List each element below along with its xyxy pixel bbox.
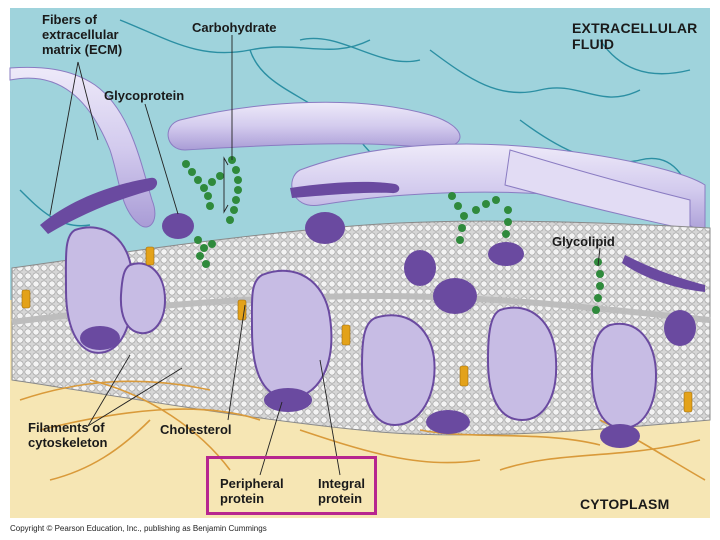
ecm-anchor-fiber: [622, 255, 705, 292]
highlight-box: [206, 456, 377, 515]
label-cytoplasm: CYTOPLASM: [580, 496, 670, 512]
integral-protein: [360, 314, 436, 427]
peripheral-protein: [664, 310, 696, 346]
leader-lines: [49, 35, 601, 476]
peripheral-protein: [600, 424, 640, 448]
peripheral-protein: [264, 388, 312, 412]
integral-protein: [486, 306, 558, 422]
carbohydrate-chains: [182, 156, 604, 314]
label-cholesterol: Cholesterol: [160, 422, 232, 437]
peripheral-proteins: [40, 177, 705, 448]
copyright-notice: Copyright © Pearson Education, Inc., pub…: [10, 524, 267, 533]
label-glycoprotein: Glycoprotein: [104, 88, 185, 103]
peripheral-protein: [404, 250, 436, 286]
cytoskeleton-filaments: [19, 379, 706, 481]
ecm-anchor-fiber: [290, 181, 400, 198]
integral-protein: [590, 322, 658, 430]
label-carbohydrate: Carbohydrate: [192, 20, 277, 35]
peripheral-protein: [433, 278, 477, 314]
integral-protein: [250, 269, 333, 400]
peripheral-protein: [426, 410, 470, 434]
peripheral-protein: [80, 326, 120, 350]
label-fibers-ecm: Fibers of extracellular matrix (ECM): [42, 12, 123, 57]
label-extracellular-fluid: EXTRACELLULAR FLUID: [572, 20, 698, 52]
peripheral-protein: [162, 213, 194, 239]
ecm-anchor-fiber: [40, 177, 158, 234]
label-filaments-cytoskeleton: Filaments of cytoskeleton: [28, 420, 108, 450]
integral-protein: [119, 262, 167, 335]
peripheral-protein: [305, 212, 345, 244]
label-glycolipid: Glycolipid: [552, 234, 615, 249]
peripheral-protein: [488, 242, 524, 266]
ecm-fiber: [9, 66, 156, 228]
cholesterol-molecules: [21, 246, 693, 413]
integral-protein: [64, 226, 134, 354]
label-peripheral-protein: Peripheral protein: [220, 476, 284, 506]
label-integral-protein: Integral protein: [318, 476, 365, 506]
